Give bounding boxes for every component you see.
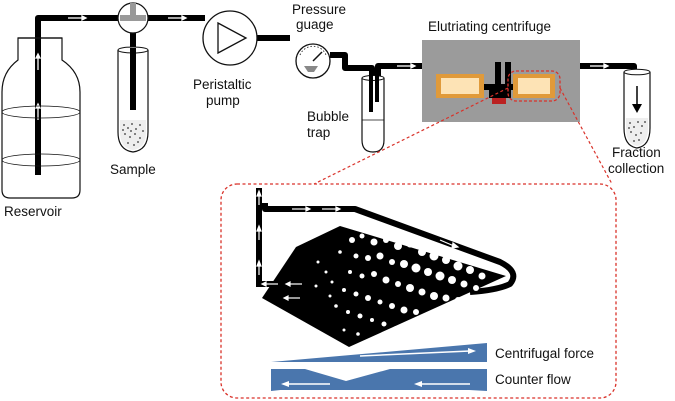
fraction-tube	[623, 68, 651, 149]
pump-label-line1: Peristaltic	[193, 77, 252, 92]
flow-arrows	[34, 14, 610, 120]
reservoir-label: Reservoir	[4, 204, 62, 219]
pump	[202, 10, 258, 66]
fraction-label-line2: collection	[608, 161, 664, 176]
fraction-label-line1: Fraction	[612, 145, 661, 160]
valve	[117, 2, 149, 34]
bubble-trap-label-line2: trap	[307, 125, 330, 140]
centrifugal-force-bar	[271, 343, 487, 362]
pump-label-line2: pump	[206, 93, 240, 108]
pressure-label-line1: Pressure	[292, 2, 346, 17]
counter-flow-label: Counter flow	[495, 372, 571, 387]
zoom-connectors	[313, 87, 613, 185]
centrifuge-label: Elutriating centrifuge	[428, 19, 551, 34]
pressure-label-line2: guage	[296, 17, 334, 32]
bubble-trap-label-line1: Bubble	[307, 109, 349, 124]
sample-label: Sample	[110, 162, 156, 177]
zoom-source-outline	[507, 70, 561, 102]
centrifuge	[422, 40, 580, 122]
counter-flow-bar	[271, 369, 487, 391]
sample-tube	[117, 46, 149, 153]
chamber-detail	[256, 188, 517, 347]
pressure-gauge	[295, 43, 331, 79]
reservoir-bottle	[1, 37, 81, 199]
bubble-trap	[361, 72, 385, 153]
centrifugal-force-label: Centrifugal force	[495, 346, 594, 361]
